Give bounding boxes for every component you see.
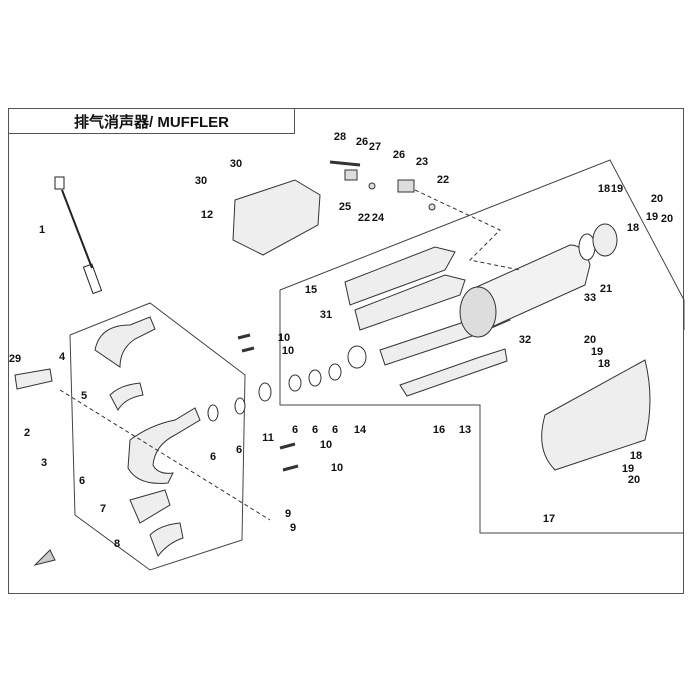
y-pipe-3 [127, 407, 201, 484]
part-callout-6: 6 [235, 444, 243, 456]
part-callout-9: 9 [289, 522, 297, 534]
heat-shield-7 [129, 489, 171, 524]
part-callout-15: 15 [304, 284, 318, 296]
part-callout-6: 6 [331, 424, 339, 436]
part-callout-14: 14 [353, 424, 367, 436]
end-cap-21 [592, 223, 618, 257]
part-callout-1: 1 [38, 224, 46, 236]
part-callout-18: 18 [597, 358, 611, 370]
part-callout-3: 3 [40, 457, 48, 469]
gaskets [207, 345, 367, 422]
part-callout-6: 6 [291, 424, 299, 436]
part-callout-18: 18 [629, 450, 643, 462]
oxygen-sensor [54, 176, 103, 295]
muffler-tail-outline [279, 290, 684, 534]
pipe-5 [109, 382, 144, 412]
page-title: 排气消声器/ MUFFLER [8, 108, 295, 134]
front-arrow-icon [33, 549, 56, 566]
diagram-frame [8, 108, 684, 594]
part-callout-10: 10 [281, 345, 295, 357]
part-callout-30: 30 [194, 175, 208, 187]
part-callout-4: 4 [58, 351, 66, 363]
part-callout-28: 28 [333, 131, 347, 143]
part-callout-18: 18 [626, 222, 640, 234]
header-pipe-4 [94, 316, 156, 368]
part-callout-26: 26 [392, 149, 406, 161]
shield-16 [399, 348, 508, 397]
part-callout-19: 19 [621, 463, 635, 475]
part-callout-20: 20 [583, 334, 597, 346]
part-callout-25: 25 [338, 201, 352, 213]
part-callout-31: 31 [319, 309, 333, 321]
part-callout-33: 33 [583, 292, 597, 304]
shield-15 [344, 246, 456, 306]
springs [237, 333, 299, 472]
part-callout-27: 27 [368, 141, 382, 153]
exhaust-pipe-group-outline [69, 302, 246, 571]
hanger-hardware [329, 160, 436, 211]
part-callout-32: 32 [518, 334, 532, 346]
dash-leader [414, 189, 521, 271]
part-callout-19: 19 [610, 183, 624, 195]
pipe-31 [354, 274, 466, 331]
part-callout-23: 23 [415, 156, 429, 168]
part-callout-9: 9 [284, 508, 292, 520]
part-callout-10: 10 [330, 462, 344, 474]
part-callout-20: 20 [650, 193, 664, 205]
part-callout-22: 22 [436, 174, 450, 186]
muffler-group-outline [279, 159, 685, 330]
bracket-2 [14, 368, 53, 390]
part-callout-30: 30 [229, 158, 243, 170]
part-callout-5: 5 [80, 390, 88, 402]
part-callout-19: 19 [590, 346, 604, 358]
part-callout-20: 20 [660, 213, 674, 225]
part-callout-16: 16 [432, 424, 446, 436]
part-callout-12: 12 [200, 209, 214, 221]
part-callout-21: 21 [599, 283, 613, 295]
part-callout-11: 11 [262, 432, 274, 444]
part-callout-24: 24 [371, 212, 385, 224]
part-callout-22: 22 [357, 212, 371, 224]
heat-shield-8 [149, 522, 184, 558]
part-callout-10: 10 [277, 332, 291, 344]
part-callout-6: 6 [78, 475, 86, 487]
muffler-end [459, 286, 497, 338]
part-callout-6: 6 [209, 451, 217, 463]
part-callout-8: 8 [113, 538, 121, 550]
part-callout-26: 26 [355, 136, 369, 148]
part-callout-29: 29 [8, 353, 22, 365]
muffler-cover-17 [541, 359, 651, 471]
part-callout-18: 18 [597, 183, 611, 195]
dash-leader-2 [59, 389, 271, 521]
heat-shield-12 [232, 179, 321, 256]
part-callout-17: 17 [542, 513, 556, 525]
part-callout-20: 20 [627, 474, 641, 486]
part-callout-2: 2 [23, 427, 31, 439]
part-callout-19: 19 [645, 211, 659, 223]
part-callout-6: 6 [311, 424, 319, 436]
part-callout-13: 13 [458, 424, 472, 436]
part-callout-10: 10 [319, 439, 333, 451]
part-callout-7: 7 [99, 503, 107, 515]
